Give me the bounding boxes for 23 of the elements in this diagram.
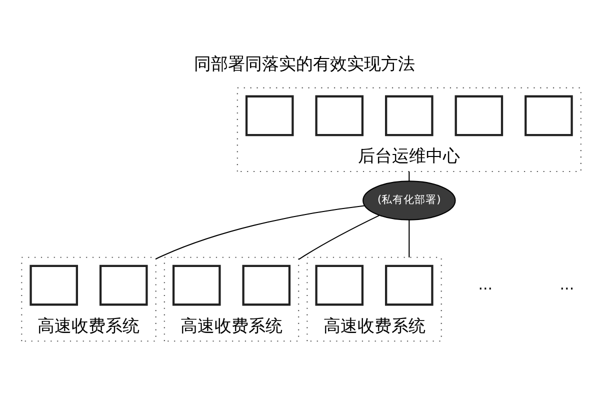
node-box: [524, 94, 573, 136]
node-box: [99, 264, 148, 306]
node-box: [385, 264, 434, 306]
node-ellipse: (私有化部署): [362, 180, 456, 220]
connector: [156, 204, 364, 259]
label: ...: [478, 274, 493, 293]
node-box: [454, 94, 504, 136]
node-box: [315, 94, 364, 136]
cluster: 高速收费系统: [21, 256, 156, 342]
cluster: 高速收费系统: [306, 256, 442, 342]
connector: [408, 219, 410, 257]
cluster: 后台运维中心: [236, 86, 582, 172]
node-box: [315, 264, 364, 306]
node-box: [385, 94, 434, 136]
label: ...: [560, 274, 574, 293]
connector: [408, 171, 410, 181]
node-box: [30, 264, 78, 306]
connector: [298, 214, 380, 260]
node-box: [245, 94, 294, 136]
node-box: [242, 264, 291, 306]
cluster: 高速收费系统: [164, 256, 300, 342]
node-box: [172, 264, 221, 306]
diagram-title: 同部署同落实的有效实现方法: [194, 54, 415, 74]
